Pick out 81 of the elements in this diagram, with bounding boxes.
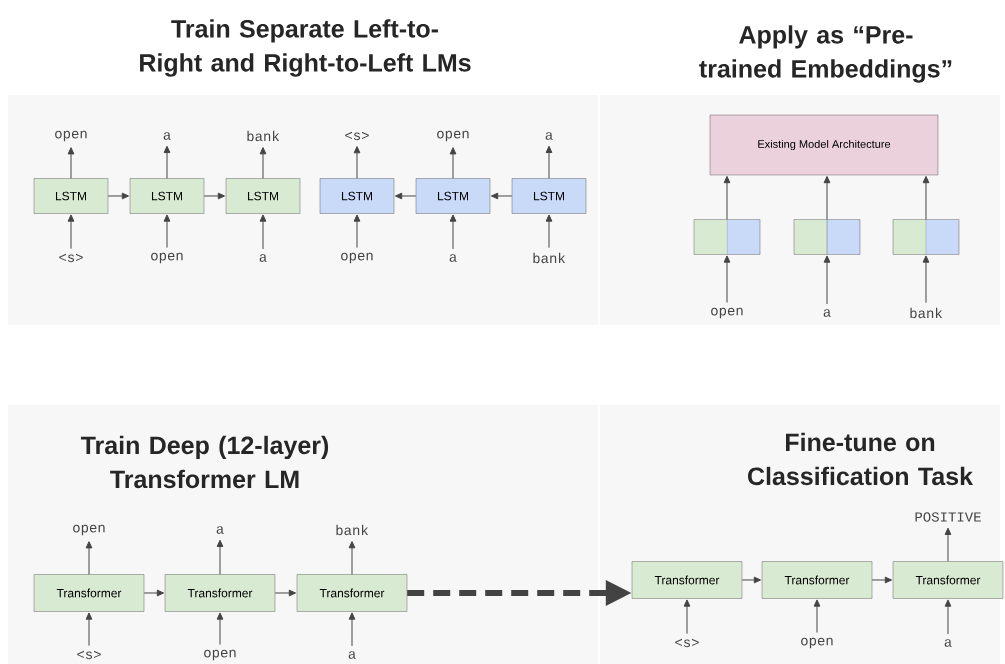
- arrow: [922, 255, 930, 304]
- arrow: [216, 539, 224, 575]
- arrow: [67, 147, 75, 179]
- panel-title: Train Deep (12-layer) Transformer LM: [80, 435, 329, 489]
- arrow: [259, 214, 267, 250]
- arrow: [490, 192, 513, 200]
- arrow: [741, 576, 762, 584]
- token-word: a: [163, 132, 171, 140]
- arrow: [107, 192, 130, 200]
- token-word: <s>: [675, 638, 699, 648]
- panel-title: Fine-tune on Classification Task: [748, 432, 974, 486]
- token-word: bank: [910, 307, 943, 319]
- arrow: [394, 192, 417, 200]
- token-word: a: [823, 309, 831, 317]
- token-word: open: [55, 130, 87, 142]
- transformer-box: Transformer: [761, 561, 873, 599]
- token-word: a: [944, 639, 952, 647]
- token-word: <s>: [59, 253, 83, 263]
- arrow: [143, 589, 165, 597]
- transformer-box: Transformer: [33, 574, 145, 612]
- lstm-box: LSTM: [129, 178, 205, 214]
- token-word: open: [151, 252, 183, 264]
- embedding-box: [892, 219, 960, 255]
- transformer-box: Transformer: [631, 561, 743, 599]
- arrow: [67, 214, 75, 250]
- arrow: [163, 214, 171, 249]
- panel-title: Apply as “Pre-trained Embeddings”: [699, 25, 952, 83]
- token-word: open: [73, 524, 105, 536]
- arrow: [216, 612, 224, 646]
- arrow: [449, 147, 457, 179]
- arrow: [545, 145, 553, 179]
- token-word: a: [545, 132, 553, 140]
- lstm-box: LSTM: [511, 178, 587, 214]
- arrow: [85, 612, 93, 647]
- embedding-box: [793, 219, 861, 255]
- transformer-box: Transformer: [164, 574, 276, 612]
- arrow: [723, 255, 731, 304]
- arrow: [823, 255, 831, 305]
- token-word: open: [341, 252, 373, 264]
- token-word: a: [348, 651, 356, 659]
- token-word: open: [437, 130, 469, 142]
- token-word: <s>: [345, 131, 369, 141]
- arrow: [348, 612, 356, 647]
- arrow: [944, 599, 952, 635]
- arrow: [274, 589, 297, 597]
- transformer-box: Transformer: [296, 574, 408, 612]
- arrow: [813, 599, 821, 634]
- token-word: bank: [247, 130, 280, 142]
- panel-title: Train Separate Left-to-Right and Right-to-Left LMs: [140, 19, 471, 77]
- arrow: [944, 527, 952, 562]
- token-word: open: [801, 637, 833, 649]
- token-word: <s>: [77, 650, 101, 660]
- arrow: [823, 175, 831, 220]
- lstm-box: LSTM: [33, 178, 109, 214]
- arrow: [353, 214, 361, 249]
- arrow: [723, 175, 731, 220]
- arrow: [871, 576, 893, 584]
- arrow: [545, 214, 553, 249]
- token-word: open: [711, 307, 743, 319]
- arrow: [683, 599, 691, 635]
- arrow: [259, 147, 267, 179]
- token-word: bank: [336, 524, 369, 536]
- arrow: [348, 541, 356, 575]
- token-word: bank: [533, 252, 566, 264]
- lstm-box: LSTM: [319, 178, 395, 214]
- token-word: open: [204, 649, 236, 661]
- token-word: POSITIVE: [915, 512, 981, 522]
- arrow: [163, 145, 171, 179]
- arrow: [449, 214, 457, 250]
- arrow: [353, 146, 361, 179]
- arrow: [203, 192, 226, 200]
- token-word: a: [216, 526, 224, 534]
- arrow: [85, 541, 93, 575]
- transformer-box: Transformer: [892, 561, 1004, 599]
- lstm-box: LSTM: [415, 178, 491, 214]
- token-word: a: [449, 254, 457, 262]
- lstm-box: LSTM: [225, 178, 301, 214]
- token-word: a: [259, 254, 267, 262]
- model-box: Existing Model Architecture: [709, 114, 939, 176]
- arrow: [922, 175, 930, 220]
- embedding-box: [693, 219, 761, 255]
